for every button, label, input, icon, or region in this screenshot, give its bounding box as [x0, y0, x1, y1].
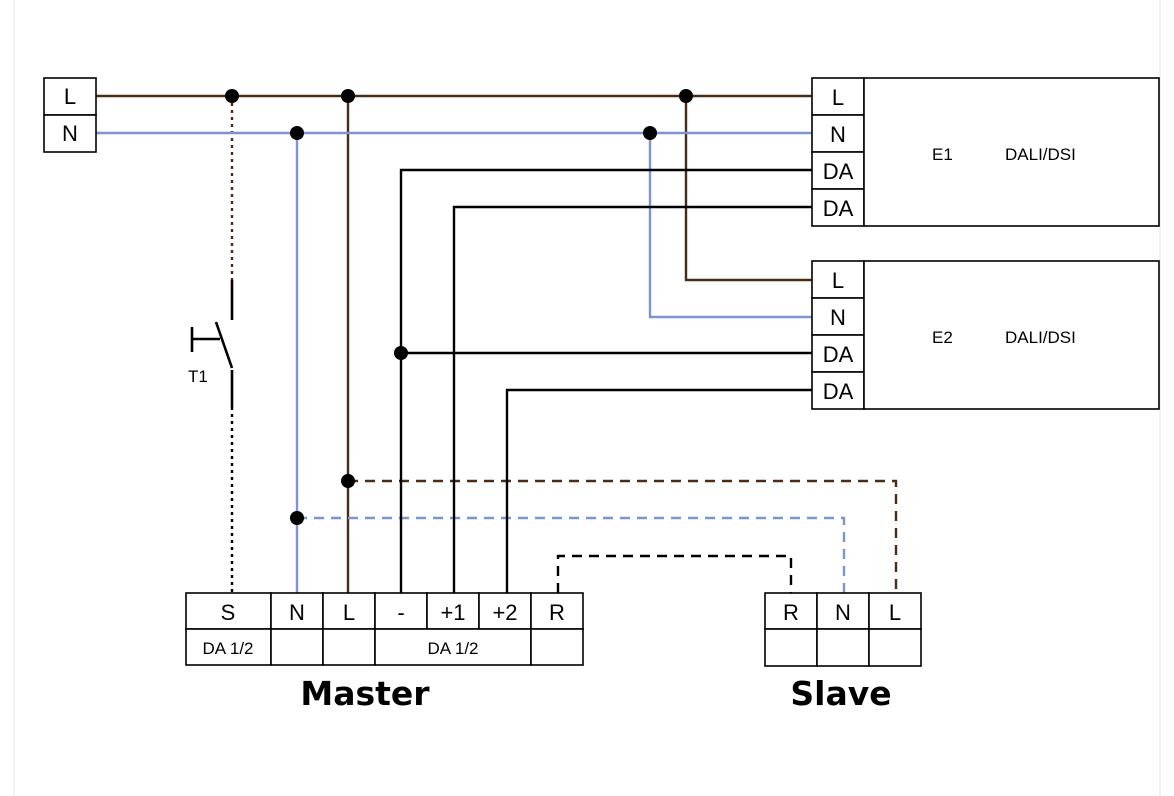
junction-dot	[290, 511, 304, 525]
junction-dot	[394, 346, 408, 360]
junction-dot	[643, 126, 657, 140]
e1-terminal-n	[811, 114, 865, 153]
e1-type: DALI/DSI	[1005, 145, 1076, 164]
e2-name: E2	[932, 328, 953, 347]
remote-dashed-wire	[556, 554, 793, 593]
e1-terminal-da1	[811, 151, 865, 190]
device-e2: L N DA DA E2 DALI/DSI	[811, 260, 1160, 410]
master-terminal-n	[270, 592, 324, 630]
slave-sub-cell	[816, 628, 870, 667]
e1-body	[863, 77, 1160, 227]
master-terminal-label: +1	[440, 600, 465, 625]
master-sublabel: DA 1/2	[202, 639, 253, 658]
slave-terminal-block: R N L	[764, 592, 922, 667]
e1-terminal-label: N	[830, 122, 846, 147]
master-terminal-label: N	[289, 600, 305, 625]
dali-minus-wire	[399, 168, 812, 593]
e2-body	[863, 260, 1160, 410]
slave-terminal-n	[816, 592, 870, 630]
device-e1: L N DA DA E1 DALI/DSI	[811, 77, 1160, 227]
supply-n-label: N	[62, 121, 78, 146]
master-terminal-label: -	[397, 600, 404, 625]
master-sub-cell	[322, 628, 376, 666]
slave-sub-cell	[868, 628, 922, 667]
supply-n-terminal	[43, 114, 97, 153]
dali-plus2-wire	[505, 388, 812, 593]
master-terminal-s	[185, 592, 272, 630]
master-terminal-plus1	[426, 592, 480, 630]
e2-terminal-label: N	[830, 305, 846, 330]
slave-terminal-label: R	[783, 600, 799, 625]
master-terminal-label: +2	[492, 600, 517, 625]
slave-terminal-l	[868, 592, 922, 630]
master-title: Master	[300, 674, 430, 713]
e2-terminal-label: DA	[823, 342, 854, 367]
e2-terminal-n	[811, 297, 865, 336]
master-terminal-block: S N L - +1 +2 R DA 1/2 DA 1/2	[185, 592, 584, 666]
e1-name: E1	[932, 145, 953, 164]
junction-dot	[341, 89, 355, 103]
master-terminal-label: R	[549, 600, 565, 625]
supply-l-terminal	[43, 77, 97, 116]
master-sublabel: DA 1/2	[427, 639, 478, 658]
master-terminal-label: L	[343, 600, 355, 625]
slave-title: Slave	[790, 674, 891, 713]
e2-type: DALI/DSI	[1005, 328, 1076, 347]
switch-label: T1	[188, 367, 208, 386]
slave-terminal-label: N	[835, 600, 851, 625]
e2-terminal-label: DA	[823, 379, 854, 404]
slave-sub-cell	[764, 628, 818, 667]
slave-terminal-label: L	[889, 600, 901, 625]
e2-terminal-l	[811, 260, 865, 299]
neutral-slave-dashed-wire	[297, 516, 846, 593]
neutral-e2-wire	[648, 133, 812, 319]
e1-terminal-label: DA	[823, 159, 854, 184]
master-sub-cell	[530, 628, 584, 666]
e1-terminal-da2	[811, 188, 865, 227]
e1-terminal-label: L	[832, 85, 844, 110]
master-sub-cell	[185, 628, 272, 666]
e1-terminal-label: DA	[823, 196, 854, 221]
master-sub-cell	[270, 628, 324, 666]
master-terminal-label: S	[221, 600, 236, 625]
live-slave-dashed-wire	[348, 479, 898, 593]
dali-plus1-wire	[452, 205, 812, 593]
push-button-switch	[190, 280, 234, 407]
junction-dot	[290, 126, 304, 140]
junction-dot	[679, 89, 693, 103]
junction-dot	[341, 474, 355, 488]
e1-terminal-l	[811, 77, 865, 116]
e2-terminal-label: L	[832, 268, 844, 293]
live-e2-wire	[684, 96, 812, 282]
junction-dot	[225, 89, 239, 103]
supply-l-label: L	[64, 84, 76, 109]
supply-terminal-block: L N	[43, 77, 97, 153]
master-terminal-r	[530, 592, 584, 630]
